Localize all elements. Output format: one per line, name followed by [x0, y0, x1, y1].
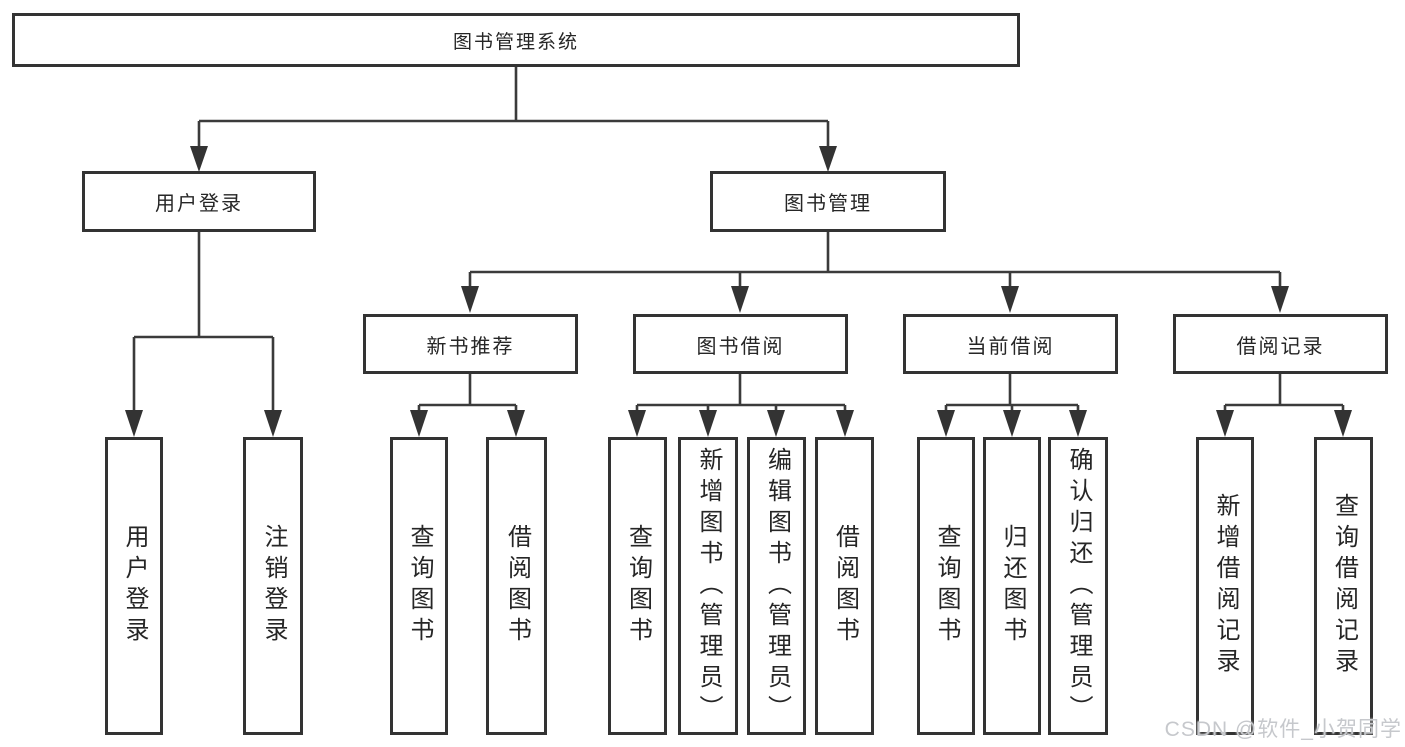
leaf-confirm-return-admin: 确认归还（管理员）	[1048, 437, 1108, 735]
node-book-borrow: 图书借阅	[633, 314, 848, 374]
leaf-add-borrow-record: 新增借阅记录	[1196, 437, 1254, 735]
connector-records-to-leaves	[1223, 374, 1345, 412]
node-root: 图书管理系统	[12, 13, 1020, 67]
leaf-edit-book-admin: 编辑图书（管理员）	[747, 437, 806, 735]
arrowhead	[1271, 286, 1289, 313]
connector-currentborrow-to-leaves	[944, 374, 1080, 412]
arrowhead	[767, 410, 785, 437]
arrowhead	[628, 410, 646, 437]
arrowhead	[1001, 286, 1019, 313]
arrowhead	[699, 410, 717, 437]
arrowhead	[125, 410, 143, 437]
connector-userlogin-to-leaves	[132, 232, 275, 412]
leaf-query-books-current: 查询图书	[917, 437, 975, 735]
node-borrow-records: 借阅记录	[1173, 314, 1388, 374]
leaf-logout: 注销登录	[243, 437, 303, 735]
leaf-return-books: 归还图书	[983, 437, 1041, 735]
connector-root-to-level2	[197, 67, 830, 148]
connector-bookmgmt-to-level3	[468, 232, 1282, 287]
arrowhead	[190, 146, 208, 172]
arrowheads	[125, 146, 1352, 437]
leaf-borrow-books-recommend: 借阅图书	[486, 437, 547, 735]
arrowhead	[819, 146, 837, 172]
node-new-book-recommend: 新书推荐	[363, 314, 578, 374]
node-book-management: 图书管理	[710, 171, 946, 232]
connector-bookborrow-to-leaves	[635, 374, 847, 412]
node-current-borrow: 当前借阅	[903, 314, 1118, 374]
arrowhead	[1216, 410, 1234, 437]
arrowhead	[410, 410, 428, 437]
arrowhead	[1003, 410, 1021, 437]
leaf-user-login: 用户登录	[105, 437, 163, 735]
arrowhead	[937, 410, 955, 437]
leaf-query-borrow-record: 查询借阅记录	[1314, 437, 1373, 735]
arrowhead	[461, 286, 479, 313]
leaf-borrow-books: 借阅图书	[815, 437, 874, 735]
csdn-watermark: CSDN @软件_小贺同学	[1164, 718, 1402, 741]
arrowhead	[507, 410, 525, 437]
arrowhead	[1069, 410, 1087, 437]
arrowhead	[264, 410, 282, 437]
leaf-query-books-recommend: 查询图书	[390, 437, 448, 735]
arrowhead	[1334, 410, 1352, 437]
leaf-add-book-admin: 新增图书（管理员）	[678, 437, 738, 735]
leaf-query-books-borrow: 查询图书	[608, 437, 667, 735]
connector-newbook-to-leaves	[417, 374, 518, 412]
node-user-login: 用户登录	[82, 171, 316, 232]
arrowhead	[731, 286, 749, 313]
arrowhead	[836, 410, 854, 437]
